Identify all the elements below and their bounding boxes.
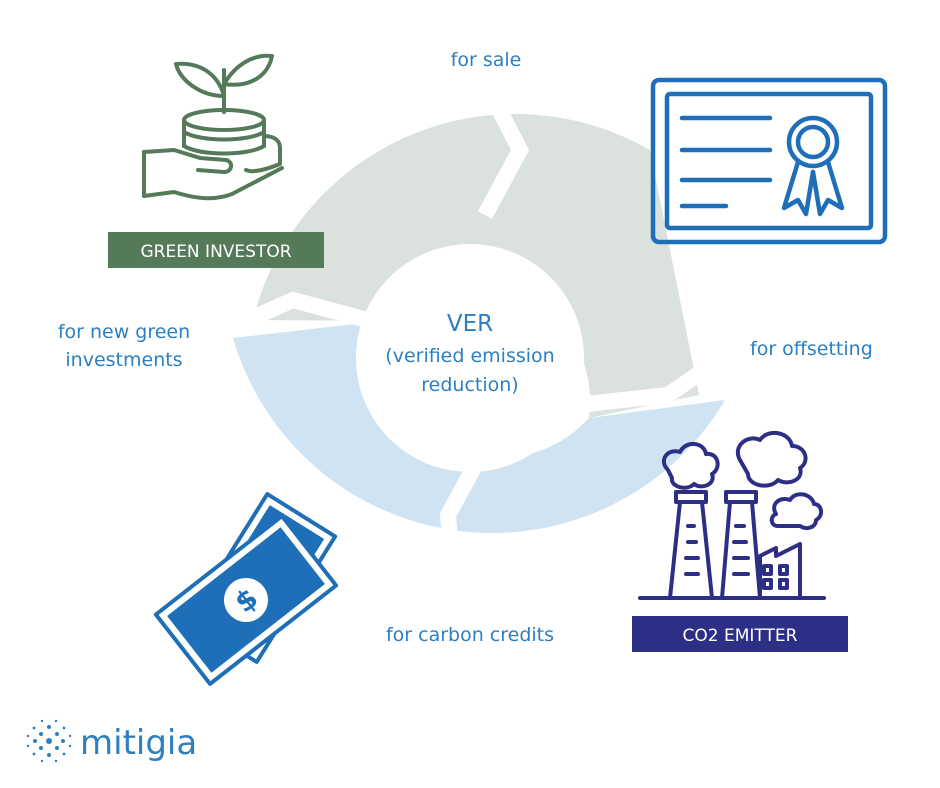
center-line2: reduction) [421, 374, 518, 396]
ring-separator-bottom [439, 456, 486, 601]
brand-name: mitigia [80, 723, 197, 763]
green-investor-label: GREEN INVESTOR [140, 242, 291, 262]
ring-center-disc [356, 244, 584, 472]
green-investor-badge: GREEN INVESTOR [108, 232, 324, 268]
label-for-new-green-2: investments [65, 349, 182, 371]
co2-emitter-badge: CO2 EMITTER [632, 616, 848, 652]
cycle-ring [208, 78, 725, 601]
ring-separator-top [477, 78, 530, 219]
plant-coins-hand-icon [142, 53, 284, 201]
label-for-offsetting: for offsetting [750, 338, 873, 360]
center-line1: (verified emission [385, 345, 554, 367]
ring-segment-blue [233, 321, 725, 533]
mitigia-logo-icon [26, 719, 72, 763]
label-for-carbon-credits: for carbon credits [386, 624, 554, 646]
ring-separator-left [208, 291, 378, 344]
label-for-sale: for sale [451, 49, 522, 71]
ring-separator-right [576, 355, 721, 413]
money-icon: $ [153, 492, 339, 686]
co2-emitter-label: CO2 EMITTER [683, 626, 798, 646]
label-for-new-green-1: for new green [58, 321, 190, 343]
factory-icon [638, 430, 826, 600]
center-title: VER [447, 311, 493, 337]
certificate-icon [650, 77, 888, 245]
